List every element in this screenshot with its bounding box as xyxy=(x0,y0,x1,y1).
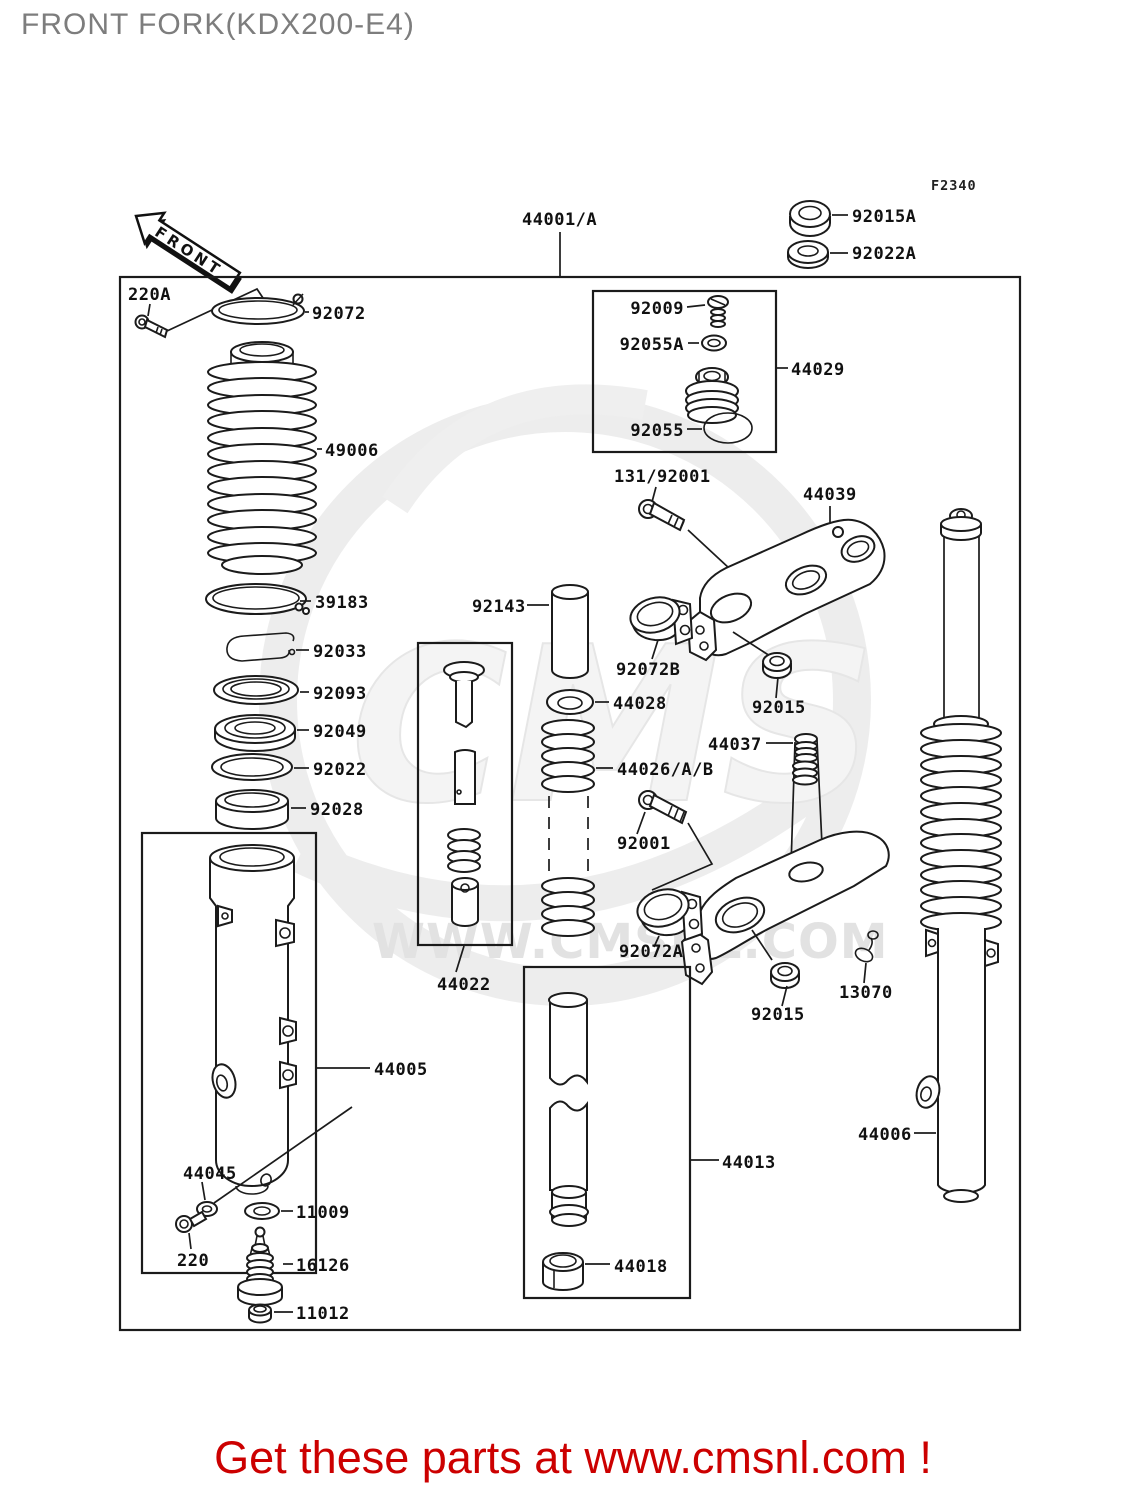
part-seal-92093 xyxy=(213,675,309,705)
page-title: FRONT FORK(KDX200-E4) xyxy=(21,8,415,41)
part-cylinder-92143 xyxy=(527,584,589,679)
footer-banner: Get these parts at www.cmsnl.com ! xyxy=(0,1432,1146,1484)
part-lower-clamp xyxy=(680,830,890,986)
part-nut-92015-upper xyxy=(762,652,792,699)
label-11012: 11012 xyxy=(296,1304,350,1324)
label-92015-upper: 92015 xyxy=(752,698,806,718)
cap-assy-box xyxy=(591,289,778,454)
figure-code: F2340 xyxy=(931,178,977,194)
outer-tube-box xyxy=(140,831,318,1275)
part-clamp-92072 xyxy=(211,293,309,325)
part-upper-clamp-44039 xyxy=(686,506,886,662)
label-92143: 92143 xyxy=(472,597,526,617)
label-92028: 92028 xyxy=(310,800,364,820)
label-44028: 44028 xyxy=(613,694,667,714)
part-spring-44026 xyxy=(541,719,613,937)
assembly-box xyxy=(118,275,1022,1332)
label-92009: 92009 xyxy=(630,299,684,319)
part-bolt-220 xyxy=(175,1210,208,1250)
part-valve-16126 xyxy=(237,1226,293,1306)
part-washer-11009 xyxy=(244,1202,293,1220)
part-washer-44045 xyxy=(196,1106,353,1217)
part-clamp-92072b xyxy=(629,596,694,660)
part-oring-92055a xyxy=(688,334,727,352)
part-nut-92015-lower xyxy=(770,962,800,1007)
part-damper-44022 xyxy=(443,661,485,973)
label-92049: 92049 xyxy=(313,722,367,742)
watermark-logo-text: CMS xyxy=(350,600,877,851)
part-washer-92022 xyxy=(211,753,309,781)
label-49006: 49006 xyxy=(325,441,379,461)
label-92015-lower: 92015 xyxy=(751,1005,805,1025)
part-oring-92055 xyxy=(687,412,753,444)
part-screw-92009 xyxy=(686,295,729,328)
label-44022: 44022 xyxy=(437,975,491,995)
watermark-swoosh-top xyxy=(382,384,648,514)
label-92072b: 92072B xyxy=(616,660,680,680)
part-clip-13070 xyxy=(854,930,879,984)
label-13070: 13070 xyxy=(839,983,893,1003)
label-44005: 44005 xyxy=(374,1060,428,1080)
label-92093: 92093 xyxy=(313,684,367,704)
footer-link[interactable]: Get these parts at www.cmsnl.com ! xyxy=(214,1432,932,1483)
part-bushing-44018 xyxy=(542,1252,610,1291)
label-220: 220 xyxy=(177,1251,209,1271)
front-arrow-label: FRONT xyxy=(152,223,227,280)
label-92072a: 92072A xyxy=(619,942,683,962)
label-44039: 44039 xyxy=(803,485,857,505)
label-44013: 44013 xyxy=(722,1153,776,1173)
label-16126: 16126 xyxy=(296,1256,350,1276)
part-outer-tube-44005 xyxy=(209,844,370,1195)
label-44029: 44029 xyxy=(791,360,845,380)
part-washer-44028 xyxy=(546,689,609,715)
label-92015a: 92015A xyxy=(852,207,916,227)
label-92072: 92072 xyxy=(312,304,366,324)
part-clip-92033 xyxy=(226,632,309,662)
part-inner-tube-44013 xyxy=(548,992,719,1227)
part-bolt-220a xyxy=(134,287,264,339)
part-cap-11012 xyxy=(248,1303,293,1324)
part-fork-leg-44006 xyxy=(914,508,1002,1203)
inner-tube-box xyxy=(522,965,692,1300)
label-44045: 44045 xyxy=(183,1164,237,1184)
label-44006: 44006 xyxy=(858,1125,912,1145)
label-39183: 39183 xyxy=(315,593,369,613)
part-clamp-39183 xyxy=(205,583,311,615)
label-92001: 92001 xyxy=(617,834,671,854)
label-11009: 11009 xyxy=(296,1203,350,1223)
label-44001: 44001/A xyxy=(522,210,597,230)
label-44026: 44026/A/B xyxy=(617,760,714,780)
part-boot-49006 xyxy=(207,341,322,575)
damper-box xyxy=(416,641,514,947)
label-220a: 220A xyxy=(128,285,171,305)
label-44018: 44018 xyxy=(614,1257,668,1277)
part-clamp-92072a xyxy=(636,888,704,948)
label-92055: 92055 xyxy=(630,421,684,441)
part-cap-44029 xyxy=(685,367,739,424)
part-washer-92022a xyxy=(787,240,848,269)
label-92033: 92033 xyxy=(313,642,367,662)
label-44037: 44037 xyxy=(708,735,762,755)
part-bushing-92028 xyxy=(215,789,306,830)
label-92022: 92022 xyxy=(313,760,367,780)
part-seal-92049 xyxy=(214,714,309,752)
label-131-92001: 131/92001 xyxy=(614,467,711,487)
label-92055a: 92055A xyxy=(620,335,684,355)
label-92022a: 92022A xyxy=(852,244,916,264)
part-nut-92015a xyxy=(789,200,848,237)
part-bolt-92001 xyxy=(636,790,714,891)
